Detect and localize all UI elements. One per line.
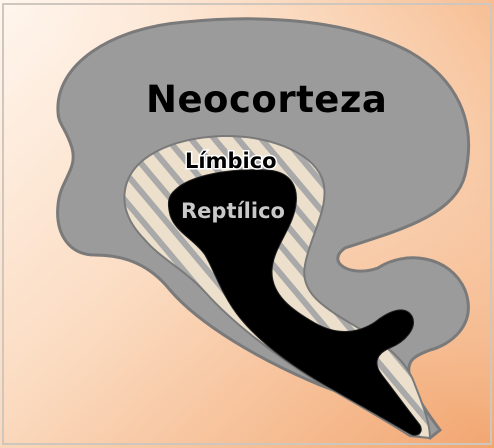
neocortex-label: Neocorteza xyxy=(146,78,387,121)
reptilian-label: Reptílico xyxy=(181,199,285,223)
limbic-label: Límbico xyxy=(185,149,277,173)
